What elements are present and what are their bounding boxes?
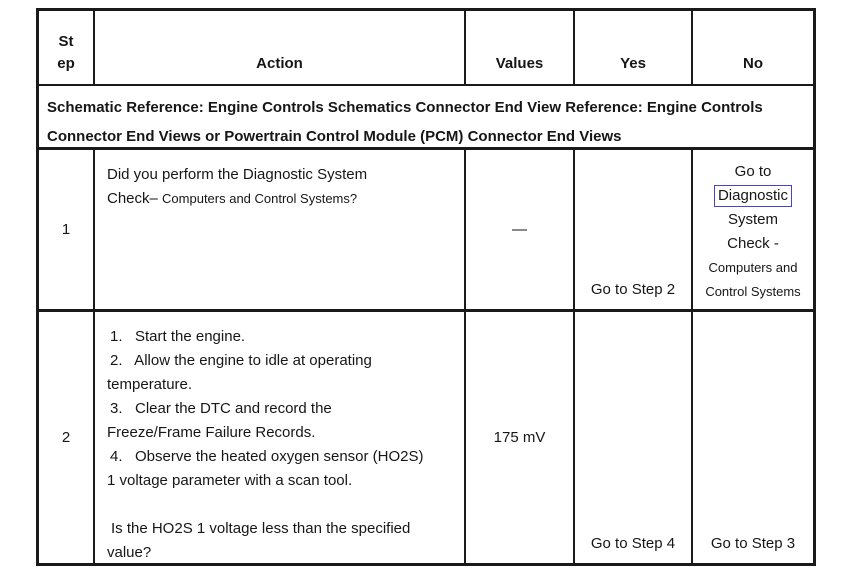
text-span: Computers and Control Systems? [162, 191, 358, 206]
text-line: Is the HO2S 1 voltage less than the spec… [107, 517, 454, 541]
row1-step-number: 1 [39, 150, 95, 312]
text-span: Go to [734, 163, 772, 180]
text-line: Computers and [693, 256, 813, 280]
text-span: 2. Allow the engine to idle at operating [110, 352, 372, 369]
text-span: Did you perform the Diagnostic System [107, 166, 368, 183]
header-action: Action [95, 11, 466, 86]
text-line: temperature. [107, 373, 454, 397]
text-line: Go to [693, 160, 813, 184]
text-span: Control Systems [705, 284, 801, 299]
text-line: 4. Observe the heated oxygen sensor (HO2… [107, 445, 454, 469]
text-line [107, 493, 454, 517]
text-line: 1 voltage parameter with a scan tool. [107, 469, 454, 493]
text-line: Diagnostic [693, 184, 813, 208]
row2-no-cell: Go to Step 3 [710, 535, 796, 552]
text-line: Freeze/Frame Failure Records. [107, 421, 454, 445]
header-step: St ep [39, 11, 95, 86]
text-line: Control Systems [693, 280, 813, 304]
header-yes: Yes [575, 11, 693, 86]
text-line: System [693, 208, 813, 232]
text-span: Check - [727, 235, 779, 252]
text-span: 4. Observe the heated oxygen sensor (HO2… [110, 448, 424, 465]
text-line: Check– Computers and Control Systems? [107, 187, 454, 211]
text-span: 1. Start the engine. [110, 328, 246, 345]
text-span: 1 voltage parameter with a scan tool. [107, 472, 353, 489]
text-span: value? [107, 544, 152, 561]
text-line: value? [107, 541, 454, 563]
row1-values-cell: — [466, 150, 575, 312]
text-span: Check– [107, 190, 163, 207]
text-line: 3. Clear the DTC and record the [107, 397, 454, 421]
row2-action-cell: 1. Start the engine. 2. Allow the engine … [95, 312, 466, 563]
text-line: 1. Start the engine. [107, 325, 454, 349]
row2-values-cell: 175 mV [466, 312, 575, 563]
text-line: Check - [693, 232, 813, 256]
header-values: Values [466, 11, 575, 86]
text-line: 2. Allow the engine to idle at operating [107, 349, 454, 373]
row2-yes-cell: Go to Step 4 [575, 312, 693, 563]
text-span: Is the HO2S 1 voltage less than the spec… [111, 520, 411, 537]
text-span: 3. Clear the DTC and record the [110, 400, 332, 417]
diagnostic-system-check-link[interactable]: Diagnostic [713, 185, 793, 207]
row2-step-number: 2 [39, 312, 95, 563]
text-line: Did you perform the Diagnostic System [107, 163, 454, 187]
text-span: Computers and [708, 260, 798, 275]
text-span: temperature. [107, 376, 193, 393]
text-span: System [727, 211, 778, 228]
header-no: No [693, 11, 813, 86]
row1-yes-cell: Go to Step 2 [575, 150, 693, 312]
text-span: Freeze/Frame Failure Records. [107, 424, 316, 441]
diagnostic-steps-table: St ep Action Values Yes No Schematic Ref… [36, 8, 816, 566]
schematic-reference-note: Schematic Reference: Engine Controls Sch… [39, 86, 813, 150]
